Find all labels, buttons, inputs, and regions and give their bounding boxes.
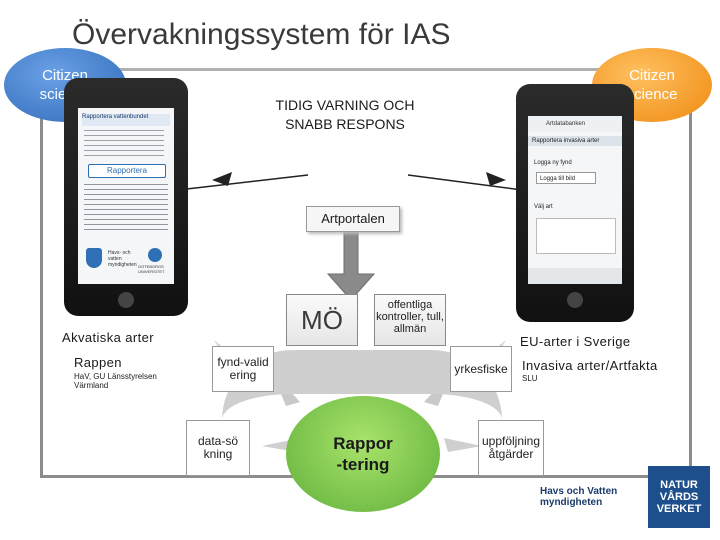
yrkesfiske-box: yrkesfiske (450, 346, 512, 392)
phone-left-report-button[interactable]: Rapportera (88, 164, 166, 178)
phone-right-home-button[interactable] (567, 292, 583, 308)
akvatiska-arter-label: Akvatiska arter (62, 330, 154, 345)
arrow-uppfoljning-to-rapportering (444, 438, 482, 452)
phone-left-logo1-text: Havs- och vatten myndigheten (108, 250, 137, 268)
phone-right-field1[interactable]: Logga ny fynd (534, 158, 616, 168)
phone-left-logo2-text: GÖTEBORGS UNIVERSITET (138, 264, 165, 274)
phone-left-logo-crest (86, 248, 102, 268)
invasiva-sub-label: SLU (522, 374, 538, 383)
phone-left-screen: Rapportera vattenbundet Rapportera Havs-… (78, 108, 174, 284)
yrkesfiske-label: yrkesfiske (454, 361, 508, 376)
phone-right-input-box[interactable] (536, 218, 616, 254)
phone-left-text-lines (84, 130, 164, 160)
uppfoljning-box: uppföljning åtgärder (478, 420, 544, 476)
phone-left-logo1: Havs- och vatten myndigheten (108, 250, 140, 268)
phone-left-body-lines (84, 184, 168, 230)
rapportering-label: Rappor-tering (333, 434, 393, 474)
naturvardsverket-logo: NATUR VÅRDS VERKET (648, 466, 710, 528)
rappen-label: Rappen (74, 355, 122, 370)
phone-right-toolbar (528, 268, 622, 284)
mo-label: MÖ (301, 305, 343, 335)
phone-right-field2[interactable]: Logga till bild (536, 172, 596, 184)
line-to-right-phone (407, 174, 523, 191)
offentliga-label: offentliga kontroller, tull, allmän (376, 299, 444, 335)
citizen-science-right-label: Citizen science (626, 67, 678, 103)
line-to-left-phone (177, 174, 309, 191)
artportalen-label: Artportalen (321, 211, 385, 226)
arrowhead-right (486, 172, 506, 186)
phone-right-section-text: Rapportera invasiva arter (532, 138, 600, 144)
rappen-sub-text: HaV, GU Länsstyrelsen Värmland (74, 372, 157, 390)
naturvardsverket-logo-text: NATUR VÅRDS VERKET (656, 479, 702, 515)
phone-left-report-button-label: Rapportera (106, 166, 148, 175)
phone-left-header-text: Rapportera vattenbundet (82, 114, 149, 120)
datasokning-label: data-sökning (197, 434, 239, 461)
phone-right: Artdatabanken Rapportera invasiva arter … (516, 84, 634, 322)
invasiva-arter-label: Invasiva arter/Artfakta (522, 358, 658, 373)
offentliga-box: offentliga kontroller, tull, allmän (374, 294, 446, 346)
phone-right-header-text: Artdatabanken (546, 121, 586, 127)
fynd-validering-box: fynd-validering (212, 346, 274, 392)
arrowhead-left (212, 172, 232, 186)
phone-right-field3[interactable]: Välj art (534, 202, 616, 212)
phone-left-logo2: GÖTEBORGS UNIVERSITET (138, 264, 172, 274)
early-warning-label: TIDIG VARNING OCH SNABB RESPONS (275, 97, 415, 132)
rapportering-circle: Rappor-tering (286, 396, 440, 512)
phone-right-header: Artdatabanken (528, 116, 622, 132)
phone-right-field2-text: Logga till bild (540, 176, 576, 182)
fynd-validering-label: fynd-validering (217, 355, 269, 382)
phone-left-home-button[interactable] (118, 292, 134, 308)
uppfoljning-label: uppföljning åtgärder (481, 434, 541, 461)
early-warning-box: TIDIG VARNING OCH SNABB RESPONS (270, 96, 420, 158)
phone-right-field1-text: Logga ny fynd (534, 160, 572, 166)
phone-left: Rapportera vattenbundet Rapportera Havs-… (64, 78, 188, 316)
phone-right-section: Rapportera invasiva arter (528, 136, 622, 146)
hav-logo-text: Havs och Vatten myndigheten (540, 486, 618, 508)
datasokning-box: data-sökning (186, 420, 250, 476)
page-title: Övervakningssystem för IAS (72, 18, 451, 51)
hav-logo: Havs och Vatten myndigheten (540, 486, 634, 508)
phone-right-screen: Artdatabanken Rapportera invasiva arter … (528, 116, 622, 284)
phone-right-field3-text: Välj art (534, 204, 553, 210)
artportalen-down-arrow (326, 231, 376, 301)
eu-arter-label: EU-arter i Sverige (520, 334, 631, 349)
mo-box: MÖ (286, 294, 358, 346)
phone-left-logo2-seal (148, 248, 162, 262)
rappen-sub-label: HaV, GU Länsstyrelsen Värmland (74, 372, 170, 390)
phone-left-header: Rapportera vattenbundet (82, 114, 170, 126)
artportalen-box: Artportalen (306, 206, 400, 232)
